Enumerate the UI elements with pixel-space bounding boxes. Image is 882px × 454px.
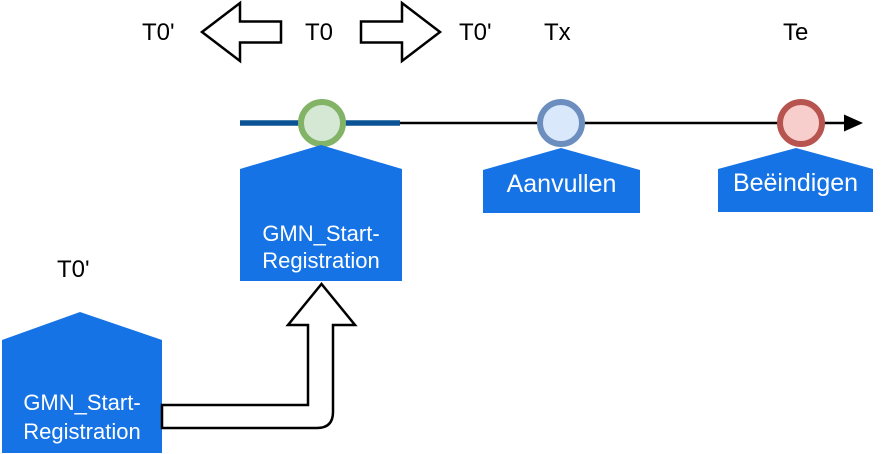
gmn-start-registration-past-label: GMN_Start- Registration <box>2 388 162 446</box>
shape-label-line1: GMN_Start- <box>262 221 380 246</box>
milestone-aanvullen-circle <box>537 99 585 147</box>
label-t0: T0 <box>305 19 334 46</box>
label-tx: Tx <box>544 19 571 46</box>
label-te: Te <box>783 19 809 46</box>
label-t0-prime-left: T0' <box>142 19 175 46</box>
shape-beeindigen <box>718 148 873 212</box>
aanvullen-label: Aanvullen <box>506 170 617 198</box>
milestone-start-circle <box>298 99 346 147</box>
bend-arrow-up-icon <box>160 282 358 430</box>
block-arrow-left-icon <box>199 0 283 64</box>
milestone-end-circle <box>777 99 825 147</box>
shape-aanvullen <box>483 148 640 213</box>
shape-label-line2: Registration <box>262 248 380 273</box>
shape-label-line2: Registration <box>23 419 141 444</box>
label-t0-prime-right: T0' <box>459 19 492 46</box>
shape-label-line1: GMN_Start- <box>23 390 141 415</box>
timeline-arrowhead-icon <box>844 114 863 132</box>
label-t0-prime-past: T0' <box>57 256 90 283</box>
block-arrow-right-icon <box>359 0 443 64</box>
beeindigen-label: Beëindigen <box>732 169 859 197</box>
shape-gmn-start-registration-past <box>2 312 162 453</box>
gmn-start-registration-label: GMN_Start- Registration <box>240 220 402 274</box>
shape-gmn-start-registration <box>240 145 402 281</box>
